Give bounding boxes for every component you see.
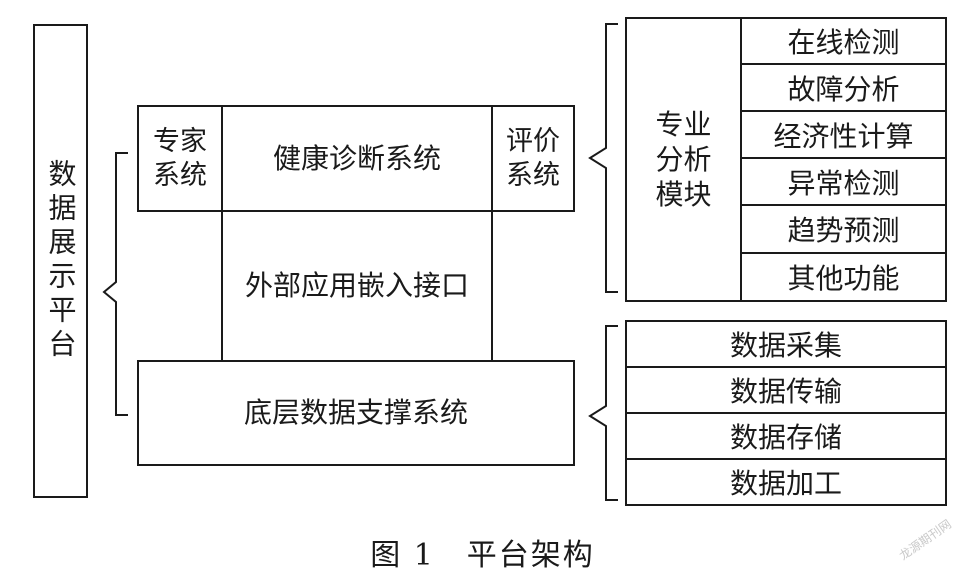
eval-system-box: 评价 系统 — [491, 105, 575, 212]
analysis-item-label: 趋势预测 — [787, 214, 900, 247]
upper-right-bracket — [588, 23, 618, 293]
analysis-item-label: 经济性计算 — [773, 119, 914, 153]
data-item: 数据加工 — [625, 458, 947, 506]
data-item-label: 数据传输 — [729, 375, 842, 408]
analysis-item: 在线检测 — [740, 17, 947, 65]
bottom-system-label: 底层数据支撑系统 — [243, 396, 468, 430]
data-item-label: 数据加工 — [729, 467, 842, 500]
data-item-label: 数据采集 — [729, 329, 842, 362]
analysis-item-label: 其他功能 — [787, 262, 900, 295]
analysis-item: 故障分析 — [740, 63, 947, 112]
expert-system-box: 专家 系统 — [137, 105, 223, 212]
external-interface-label: 外部应用嵌入接口 — [244, 269, 469, 303]
analysis-item: 异常检测 — [740, 157, 947, 206]
bottom-system-box: 底层数据支撑系统 — [137, 360, 575, 466]
data-item: 数据采集 — [625, 320, 947, 368]
analysis-item: 趋势预测 — [740, 204, 947, 254]
analysis-module-label: 专业 分析 模块 — [655, 108, 712, 211]
data-item: 数据传输 — [625, 366, 947, 414]
eval-system-label: 评价 系统 — [506, 125, 560, 191]
analysis-item: 经济性计算 — [740, 110, 947, 159]
analysis-module-box: 专业 分析 模块 — [625, 17, 742, 302]
left-bracket — [102, 152, 128, 416]
lower-right-bracket — [588, 325, 618, 501]
analysis-item-label: 在线检测 — [787, 26, 900, 59]
figure-caption: 图 1 平台架构 — [370, 538, 595, 573]
analysis-item-label: 异常检测 — [787, 166, 900, 200]
display-platform-box: 数据展示平台 — [33, 24, 88, 498]
display-platform-label: 数据展示平台 — [44, 159, 78, 363]
analysis-item: 其他功能 — [740, 252, 947, 302]
external-interface-box: 外部应用嵌入接口 — [221, 210, 493, 362]
expert-system-label: 专家 系统 — [153, 125, 207, 191]
health-system-label: 健康诊断系统 — [272, 141, 441, 175]
analysis-item-label: 故障分析 — [787, 72, 900, 106]
data-item: 数据存储 — [625, 412, 947, 460]
health-system-box: 健康诊断系统 — [221, 105, 493, 212]
data-item-label: 数据存储 — [729, 421, 842, 454]
